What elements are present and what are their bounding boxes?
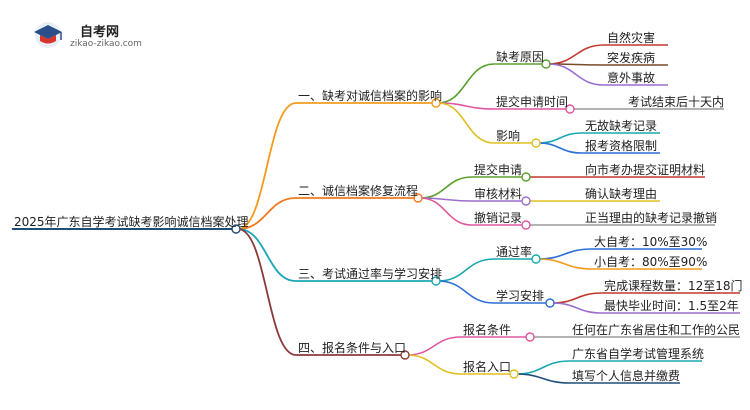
leaf-queren-liyou: 确认缺考理由 [585,187,658,201]
yingxiang-to-leaf1-connector [537,132,583,144]
branch-2-connector [237,197,297,230]
leaf-zhengdang-liyou: 正当理由的缺考记录撤销 [585,211,718,225]
node-quekao-yuanyin: 缺考原因 [496,50,545,64]
leaf-da-zikao: 大自考：10%至30% [594,235,708,249]
node-tongguolv: 通过率 [496,245,533,259]
rukou-to-xitong-connector [515,360,571,375]
rukou-node-dot [509,369,519,379]
branch-1-label: 一、缺考对诚信档案的影响 [298,89,443,103]
leaf-yiwai-shigu: 意外事故 [607,71,656,85]
branch-3-connector [237,228,297,282]
xuexi-node-dot [545,298,555,308]
leaf-xiao-zikao: 小自考：80%至90% [594,255,708,269]
leaf-kaoshi-jieshu: 考试结束后十天内 [628,95,725,109]
b1-to-quekao-connector [437,63,495,104]
node-tijiao-shijian: 提交申请时间 [496,95,569,109]
branch-2-node-dot [413,193,423,203]
branch-4-connector [237,228,297,356]
b4-to-tiaojian-connector [406,336,462,356]
b3-to-tongguolv-connector [437,258,495,282]
node-tijiao-shenqing: 提交申请 [474,163,523,177]
b2-shenhe-node-dot [521,196,531,206]
root-node-dot [231,224,241,234]
tongguolv-to-xiao-connector [537,258,593,270]
leaf-wugu-quekao: 无故缺考记录 [585,119,658,133]
yingxiang-node-dot [531,138,541,148]
node-yingxiang: 影响 [496,129,521,143]
b3-to-xuexi-connector [437,280,495,304]
leaf-kecheng-shuliang: 完成课程数量：12至18门 [604,279,743,293]
tongguolv-node-dot [531,254,541,264]
yingxiang-to-leaf2-connector [537,142,583,154]
node-baoming-tiaojian: 报名条件 [463,323,512,337]
node-xuexi-anpai: 学习安排 [496,289,545,303]
tiaojian-node-dot [525,332,535,342]
b2-to-tijiao-connector [419,176,473,199]
b1-to-yingxiang-connector [437,102,495,144]
leaf-ziran-zaihai: 自然灾害 [607,31,656,45]
branch-3-node-dot [431,276,441,286]
xuexi-to-kecheng-connector [551,292,603,304]
leaf-xiang-shikaoban: 向市考办提交证明材料 [585,163,706,177]
b2-tijiao-node-dot [521,172,531,182]
branch-4-label: 四、报名条件与入口 [298,341,407,355]
branch-2-label: 二、诚信档案修复流程 [298,184,419,198]
root-topic: 2025年广东自学考试缺考影响诚信档案处理 [14,215,249,229]
rukou-to-tianxie-connector [515,373,571,384]
quekao-to-leaf3-connector [547,63,605,86]
quekao-to-leaf1-connector [547,44,605,65]
graduation-cap-icon [34,22,62,48]
node-baoming-rukou: 报名入口 [463,360,512,374]
b2-chexiao-node-dot [521,220,531,230]
leaf-tufa-jibing: 突发疾病 [607,51,656,65]
leaf-biye-shijian: 最快毕业时间：1.5至2年 [604,299,739,313]
branch-4-node-dot [400,350,410,360]
site-logo: 自考网 zikao-zikao.com [30,18,170,52]
node-chexiao-jilu: 撤销记录 [474,211,523,225]
b4-to-rukou-connector [406,354,462,375]
leaf-renhe-gongmin: 任何在广东省居住和工作的公民 [572,323,741,337]
leaf-tianxie-xinxi: 填写个人信息并缴费 [572,369,681,383]
site-url: zikao-zikao.com [70,39,142,49]
node-shenhe-cailiao: 审核材料 [474,187,523,201]
xuexi-to-biye-connector [551,302,603,314]
branch-1-node-dot [431,98,441,108]
tijiao-node-dot [565,104,575,114]
leaf-guanli-xitong: 广东省自学考试管理系统 [572,347,705,361]
branch-3-label: 三、考试通过率与学习安排 [298,267,443,281]
leaf-baokao-zige: 报考资格限制 [585,139,658,153]
branch-1-connector [237,102,297,230]
quekao-node-dot [541,59,551,69]
site-name: 自考网 [80,25,120,40]
b2-to-chexiao-connector [419,197,473,226]
tongguolv-to-da-connector [537,248,593,260]
